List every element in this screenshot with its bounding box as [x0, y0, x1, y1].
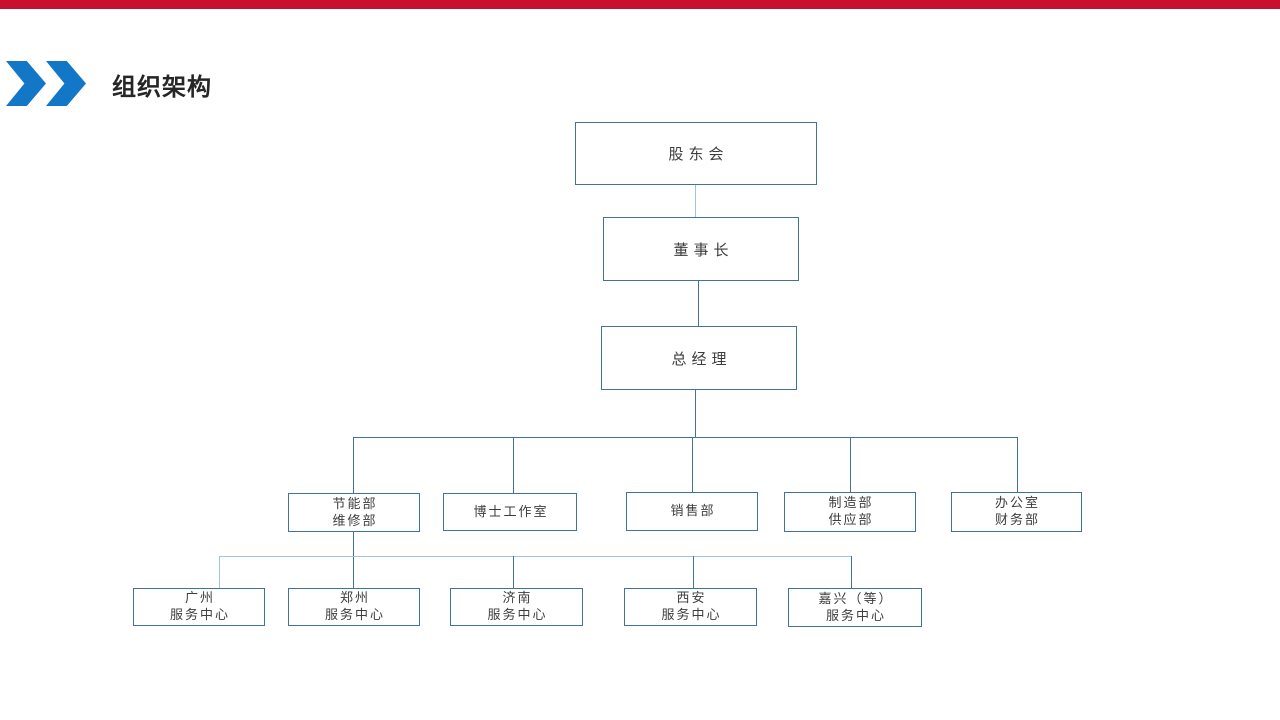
org-node-jinan-center: 济南 服务中心 [450, 588, 583, 626]
connector-line [1017, 437, 1019, 492]
connector-line [219, 556, 221, 588]
org-node-label: 服务中心 [324, 608, 385, 623]
org-node-manufacturing-supply: 制造部 供应部 [784, 492, 916, 532]
org-node-label: 西安 [676, 591, 707, 606]
connector-line [698, 281, 700, 326]
org-node-xian-center: 西安 服务中心 [624, 588, 757, 626]
org-node-label: 济南 [502, 591, 533, 606]
connector-line [850, 437, 852, 492]
page-title: 组织架构 [112, 73, 212, 101]
org-node-label: 服务中心 [661, 608, 722, 623]
connector-line [353, 437, 1017, 439]
top-accent-bar [0, 0, 1280, 9]
connector-line [513, 556, 515, 588]
org-node-label: 办公室 [994, 496, 1040, 511]
org-node-label: 服务中心 [487, 608, 548, 623]
org-node-label: 服务中心 [169, 608, 230, 623]
org-node-label: 博士工作室 [473, 504, 549, 520]
org-node-guangzhou-center: 广州 服务中心 [133, 588, 265, 626]
connector-line [692, 437, 694, 492]
connector-line [695, 390, 697, 437]
org-node-label: 节能部 [332, 496, 378, 512]
connector-line [353, 532, 355, 588]
org-node-jiaxing-center: 嘉兴（等） 服务中心 [788, 588, 922, 627]
org-node-chairman: 董事长 [603, 217, 799, 281]
org-node-label: 董事长 [673, 240, 734, 259]
org-node-label: 总经理 [671, 349, 732, 368]
org-node-label: 郑州 [339, 591, 370, 606]
org-node-shareholders: 股东会 [575, 122, 817, 185]
org-node-label: 维修部 [332, 513, 378, 529]
connector-line [513, 437, 515, 493]
org-node-label: 服务中心 [825, 608, 886, 624]
org-node-general-manager: 总经理 [601, 326, 797, 390]
connector-line [851, 556, 853, 588]
org-node-zhengzhou-center: 郑州 服务中心 [288, 588, 420, 626]
connector-line [693, 556, 695, 588]
org-node-label: 财务部 [994, 513, 1040, 528]
org-node-office-finance: 办公室 财务部 [951, 492, 1082, 532]
org-node-energy-maintenance: 节能部 维修部 [288, 493, 420, 532]
org-node-label: 销售部 [670, 504, 716, 519]
chevron-icon [6, 61, 46, 106]
org-node-sales: 销售部 [626, 492, 758, 531]
chevron-icon [46, 61, 86, 106]
connector-line [353, 437, 355, 493]
org-node-doctor-studio: 博士工作室 [443, 493, 577, 531]
org-node-label: 嘉兴（等） [818, 591, 894, 607]
org-node-label: 广州 [184, 591, 215, 606]
connector-line [695, 185, 697, 217]
connector-line [219, 556, 851, 558]
org-node-label: 股东会 [668, 145, 729, 163]
org-node-label: 供应部 [828, 513, 874, 528]
org-node-label: 制造部 [828, 496, 874, 511]
